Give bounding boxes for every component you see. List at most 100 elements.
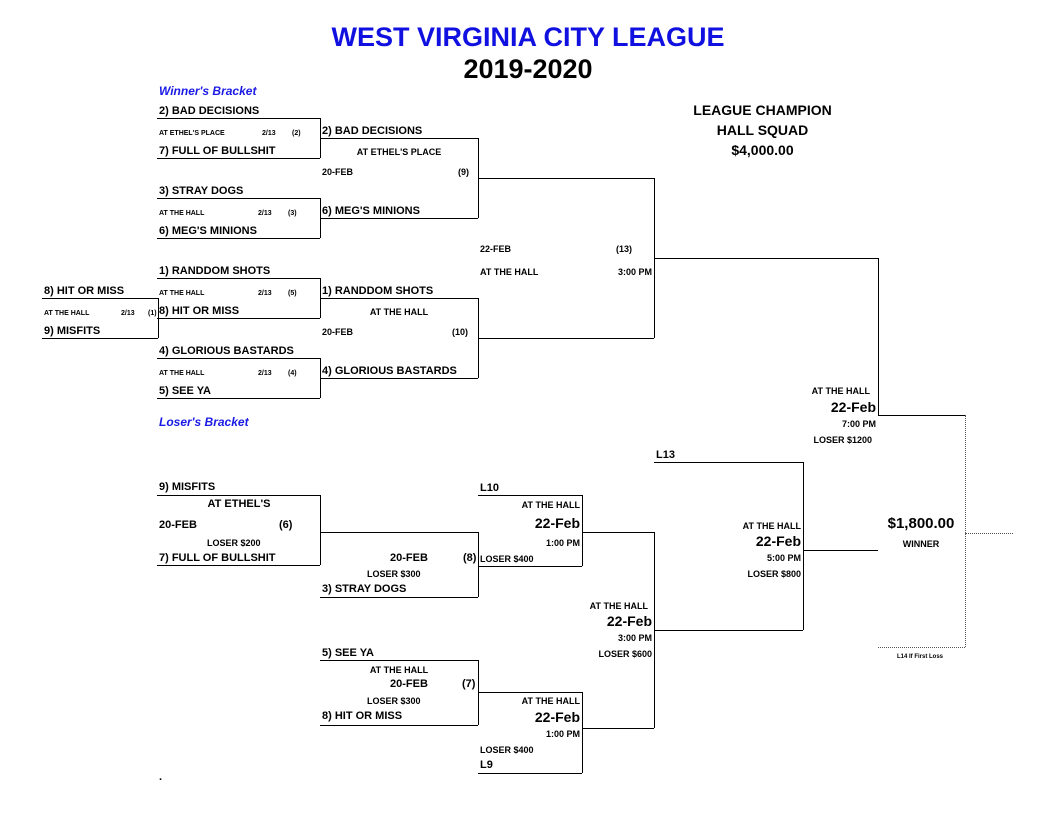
match-date: 22-Feb [830,399,876,415]
bracket-line [478,692,582,693]
match-number: (4) [288,370,297,377]
bracket-line [157,158,320,159]
footer-mark: . [159,771,163,783]
bracket-line [478,532,479,597]
bracket-line [582,495,583,566]
bracket-line [157,495,320,496]
winners-bracket-label: Winner's Bracket [159,84,257,98]
match-loser-prize: LOSER $1200 [813,435,872,445]
match-venue: AT ETHEL'S [207,498,271,510]
season-title: 2019-2020 [463,54,593,84]
bracket-line [320,378,478,379]
team-slot: 9) MISFITS [159,481,216,493]
team-slot: 1) RANDDOM SHOTS [322,285,434,297]
match-venue: AT THE HALL [742,521,801,531]
winner-label: WINNER [902,539,940,549]
match-venue: AT THE HALL [521,500,580,510]
match-venue: AT THE HALL [811,386,870,396]
match-date: 22-FEB [480,244,512,254]
match-loser-prize: LOSER $400 [480,554,534,564]
team-slot: 4) GLORIOUS BASTARDS [322,365,457,377]
match-time: 1:00 PM [545,538,580,548]
bracket-line [478,773,582,774]
champion-team: HALL SQUAD [716,122,809,138]
match-number: (5) [288,290,297,297]
bracket-line [582,692,583,773]
match-time: 7:00 PM [841,419,876,429]
match-loser-prize: LOSER $300 [367,569,421,579]
bracket-line [157,565,320,566]
bracket-line-dotted [878,647,965,648]
match-loser-prize: LOSER $200 [207,538,261,548]
losers-bracket-label: Loser's Bracket [159,415,249,429]
match-number: (7) [462,678,476,690]
team-slot: L13 [656,449,675,461]
bracket-line [157,198,320,199]
match-venue: AT THE HALL [480,267,539,277]
bracket-line [42,338,158,339]
winner-note: L14 If First Loss [896,654,943,660]
match-number: (3) [288,210,297,217]
match-loser-prize: LOSER $800 [747,569,801,579]
match-number: (1) [148,310,157,317]
match-venue: AT THE HALL [44,310,90,317]
bracket-line [478,495,582,496]
bracket-line [878,415,966,416]
match-venue: AT THE HALL [159,370,205,377]
team-slot: 5) SEE YA [159,385,211,397]
match-date: 22-Feb [534,709,580,725]
bracket-line [157,318,320,319]
team-slot: 2) BAD DECISIONS [159,105,260,117]
match-time: 3:00 PM [617,633,652,643]
bracket-line [654,258,878,259]
team-slot: 5) SEE YA [322,647,374,659]
match-date: 20-FEB [390,552,428,564]
bracket-line [654,462,803,463]
match-date: 20-FEB [159,519,197,531]
match-loser-prize: LOSER $400 [480,745,534,755]
bracket-line [654,630,803,631]
bracket-line [478,566,582,567]
match-time: 5:00 PM [766,553,801,563]
bracket-line [878,258,879,415]
match-date: 2/13 [258,370,272,377]
bracket-line [157,278,320,279]
match-number: (9) [458,167,469,177]
team-slot: 8) HIT OR MISS [159,305,240,317]
match-date: 2/13 [258,290,272,297]
bracket-line [157,358,320,359]
bracket-line-dotted [965,533,1013,534]
bracket-line [157,118,320,119]
match-date: 20-FEB [322,327,354,337]
bracket-line [320,597,478,598]
team-slot: 1) RANDDOM SHOTS [159,265,271,277]
match-date: 20-FEB [322,167,354,177]
bracket-line [158,298,159,338]
league-title: WEST VIRGINIA CITY LEAGUE [331,22,725,52]
match-number: (10) [452,327,469,337]
match-venue: AT ETHEL'S PLACE [159,130,225,137]
match-venue: AT THE HALL [589,601,648,611]
match-number: (6) [279,519,293,531]
bracket-line [803,550,878,551]
match-loser-prize: LOSER $300 [367,696,421,706]
match-date: 2/13 [121,310,135,317]
bracket-line [320,532,478,533]
match-venue: AT ETHEL'S PLACE [356,147,442,157]
bracket-line [320,725,478,726]
match-time: 1:00 PM [545,729,580,739]
match-time: 3:00 PM [617,267,652,277]
match-venue: AT THE HALL [369,665,429,675]
bracket-line [42,298,158,299]
winner-prize: $1,800.00 [887,515,955,532]
bracket-line [320,218,478,219]
match-date: 22-Feb [755,533,801,549]
bracket-line [478,178,654,179]
bracket-line [320,138,478,139]
team-slot: L10 [480,482,499,494]
match-number: (13) [616,244,633,254]
team-slot: L9 [480,759,493,771]
team-slot: 8) HIT OR MISS [44,285,125,297]
match-number: (8) [463,552,477,564]
bracket-line [582,532,654,533]
